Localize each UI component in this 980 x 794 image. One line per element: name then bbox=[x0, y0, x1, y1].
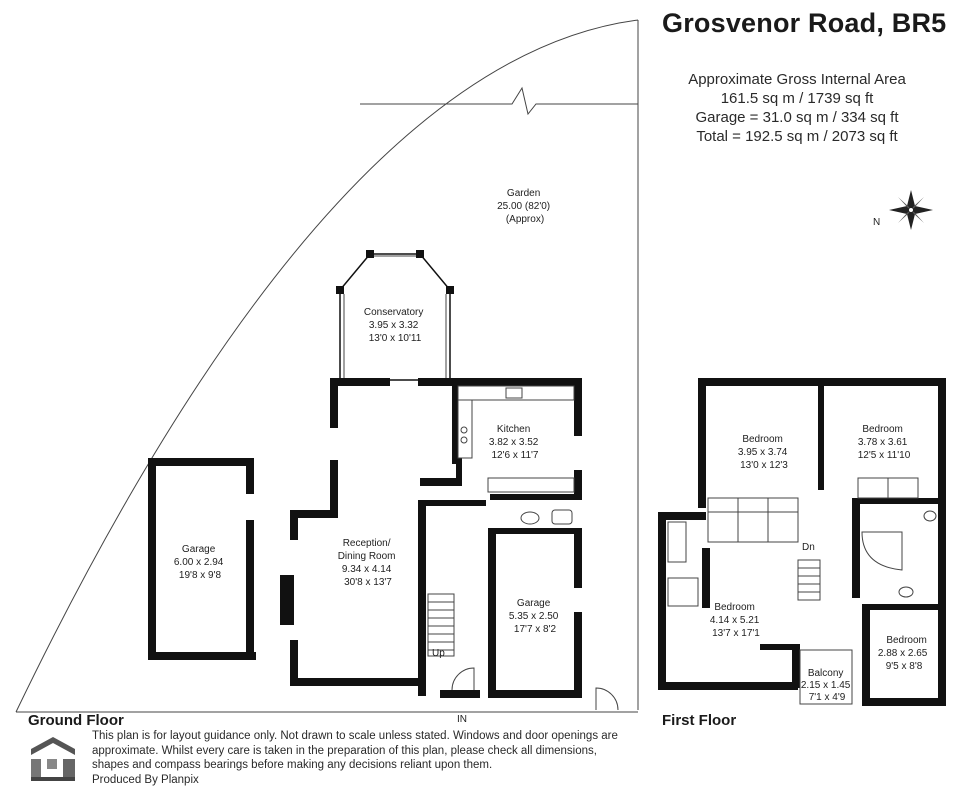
garden-label: Garden 25.00 (82'0) (Approx) bbox=[497, 188, 553, 225]
area-summary: Approximate Gross Internal Area 161.5 sq… bbox=[662, 70, 932, 146]
integral-garage-label: Garage 5.35 x 2.50 17'7 x 8'2 bbox=[509, 598, 561, 635]
reception-label: Reception/ Dining Room 9.34 x 4.14 30'8 … bbox=[338, 538, 399, 588]
bathroom-fixtures bbox=[667, 510, 937, 607]
bedroom-1-label: Bedroom 3.95 x 3.74 13'0 x 12'3 bbox=[738, 434, 790, 471]
first-floor-label: First Floor bbox=[662, 712, 737, 729]
first-stairs bbox=[797, 559, 821, 601]
ground-stairs bbox=[427, 593, 455, 657]
area-line: Approximate Gross Internal Area bbox=[688, 71, 906, 88]
bedroom-4-label: Bedroom 2.88 x 2.65 9'5 x 8'8 bbox=[878, 635, 930, 672]
bedroom-2-label: Bedroom 3.78 x 3.61 12'5 x 11'10 bbox=[858, 424, 911, 461]
detached-garage-label: Garage 6.00 x 2.94 19'8 x 9'8 bbox=[174, 544, 226, 581]
balcony-outline bbox=[799, 649, 853, 705]
producer-credit: Produced By Planpix bbox=[92, 773, 199, 786]
cloakroom-fixtures bbox=[520, 509, 573, 525]
first-floor-walls bbox=[658, 378, 946, 706]
ground-floor-walls bbox=[280, 378, 582, 698]
first-stairs-label: Dn bbox=[802, 542, 815, 553]
area-line: Total = 192.5 sq m / 2073 sq ft bbox=[696, 128, 898, 145]
garage-door-swing bbox=[595, 687, 619, 711]
area-line: Garage = 31.0 sq m / 334 sq ft bbox=[695, 109, 899, 126]
front-door-swing bbox=[451, 667, 475, 691]
area-line: 161.5 sq m / 1739 sq ft bbox=[720, 90, 874, 107]
garden-boundary bbox=[15, 19, 639, 713]
property-title: Grosvenor Road, BR5 bbox=[662, 8, 947, 38]
compass-north-label: N bbox=[873, 217, 880, 228]
disclaimer-text: This plan is for layout guidance only. N… bbox=[92, 730, 618, 771]
ground-stairs-label: Up bbox=[432, 648, 445, 659]
wardrobes bbox=[707, 477, 919, 543]
detached-garage-walls bbox=[148, 458, 256, 660]
balcony-label: Balcony 2.15 x 1.45 7'1 x 4'9 bbox=[801, 668, 853, 703]
kitchen-units bbox=[457, 385, 575, 493]
conservatory-label: Conservatory 3.95 x 3.32 13'0 x 10'11 bbox=[364, 307, 426, 344]
kitchen-label: Kitchen 3.82 x 3.52 12'6 x 11'7 bbox=[489, 424, 541, 461]
conservatory-outline bbox=[336, 250, 454, 381]
planpix-logo-icon bbox=[31, 737, 75, 781]
compass-rose-icon bbox=[889, 190, 933, 230]
bedroom-3-label: Bedroom 4.14 x 5.21 13'7 x 17'1 bbox=[710, 602, 762, 639]
disclaimer-block: This plan is for layout guidance only. N… bbox=[92, 729, 632, 787]
entrance-label: IN bbox=[457, 714, 467, 725]
ground-floor-label: Ground Floor bbox=[28, 712, 124, 729]
